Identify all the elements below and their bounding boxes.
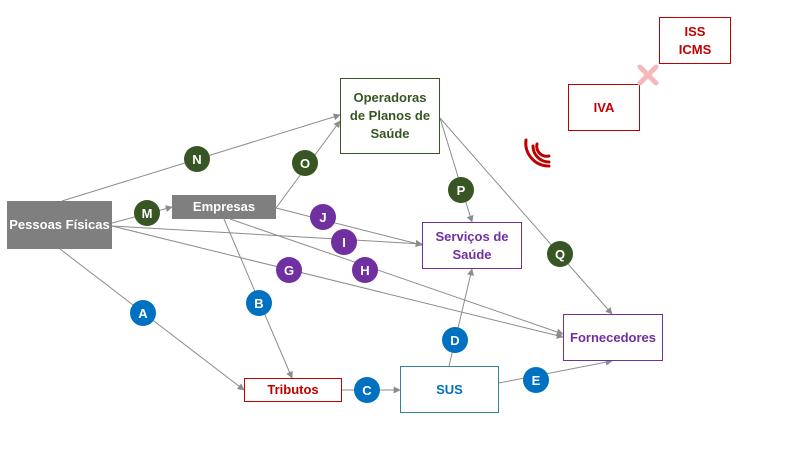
- edge-empresas-fornecedores: [229, 218, 564, 336]
- edge-operadoras-fornecedores: [439, 117, 613, 315]
- node-iss-icms: ISS ICMS: [659, 17, 731, 64]
- edge-pessoas-fornecedores: [111, 225, 564, 339]
- badge-m: M: [134, 200, 160, 226]
- edge-sus-fornecedores: [498, 358, 613, 384]
- badge-i: I: [331, 229, 357, 255]
- badge-q: Q: [547, 241, 573, 267]
- node-empresas: Empresas: [172, 195, 276, 219]
- node-operadoras: Operadoras de Planos de Saúde: [340, 78, 440, 154]
- edge-empresas-servicos: [275, 207, 423, 247]
- badge-d: D: [442, 327, 468, 353]
- badge-e: E: [523, 367, 549, 393]
- node-sus: SUS: [400, 366, 499, 413]
- badge-b: B: [246, 290, 272, 316]
- node-tributos: Tributos: [244, 378, 342, 402]
- node-iva: IVA: [568, 84, 640, 131]
- edge-pessoas-servicos: [111, 225, 423, 248]
- badge-j: J: [310, 204, 336, 230]
- node-fornecedores: Fornecedores: [563, 314, 663, 361]
- badge-p: P: [448, 177, 474, 203]
- node-pessoas-fisicas: Pessoas Físicas: [7, 201, 112, 249]
- badge-c: C: [354, 377, 380, 403]
- badge-o: O: [292, 150, 318, 176]
- badge-h: H: [352, 257, 378, 283]
- edge-operadoras-servicos: [439, 117, 474, 223]
- badge-g: G: [276, 257, 302, 283]
- badge-n: N: [184, 146, 210, 172]
- badge-a: A: [130, 300, 156, 326]
- node-servicos-de-saude: Serviços de Saúde: [422, 222, 522, 269]
